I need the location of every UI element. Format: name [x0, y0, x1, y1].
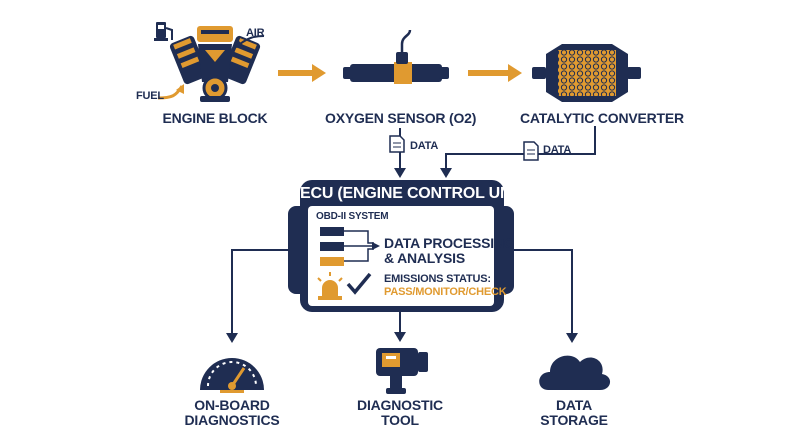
data-storage-label: DATA STORAGE [524, 398, 624, 428]
output-line-onboard [231, 249, 288, 335]
warning-light-icon [317, 272, 343, 300]
oxygen-sensor-label: OXYGEN SENSOR (O2) [325, 110, 477, 126]
ecu-title: ECU (ENGINE CONTROL UNIT) [300, 185, 531, 202]
emissions-status: EMISSIONS STATUS: PASS/MONITOR/CHECK [384, 273, 507, 299]
cloud-icon [539, 355, 611, 390]
diagnostic-tool-label: DIAGNOSTIC TOOL [350, 398, 450, 428]
flow-arrow-sensor-to-converter [468, 64, 522, 82]
emissions-status-value: PASS/MONITOR/CHECK [384, 286, 507, 298]
scanner-tool-icon [376, 348, 428, 394]
converter-data-label: DATA [543, 144, 572, 156]
emissions-status-label: EMISSIONS STATUS: [384, 273, 491, 285]
speedometer-icon [200, 358, 264, 393]
catalytic-converter-label: CATALYTIC CONVERTER [520, 110, 684, 126]
document-icon [523, 141, 539, 161]
engine-block-label: ENGINE BLOCK [162, 110, 268, 126]
tool-line2: TOOL [381, 412, 419, 428]
onboard-diagnostics-label: ON-BOARD DIAGNOSTICS [182, 398, 282, 428]
storage-line1: DATA [555, 397, 592, 413]
data-processing-label: DATA PROCESSING & ANALYSIS [384, 236, 515, 266]
tool-line1: DIAGNOSTIC [357, 397, 443, 413]
onboard-line2: DIAGNOSTICS [184, 412, 280, 428]
data-bars [320, 227, 380, 266]
document-icon [389, 135, 405, 153]
obd-system-label: OBD-II SYSTEM [316, 211, 389, 222]
data-processing-line1: DATA PROCESSING [384, 235, 515, 251]
air-label: AIR [246, 27, 265, 39]
data-processing-line2: & ANALYSIS [384, 250, 465, 266]
engine-icon [169, 26, 261, 102]
checkmark-icon [346, 272, 372, 295]
air-arrow [239, 35, 265, 45]
sensor-data-label: DATA [410, 140, 439, 152]
onboard-line1: ON-BOARD [194, 397, 270, 413]
oxygen-sensor-icon [343, 29, 449, 84]
flow-arrow-engine-to-sensor [278, 64, 326, 82]
fuel-pump-icon [154, 22, 173, 41]
output-line-storage [514, 249, 573, 335]
catalytic-converter-icon [532, 44, 641, 102]
data-line-converter [445, 126, 596, 170]
fuel-label: FUEL [136, 90, 164, 102]
storage-line2: STORAGE [540, 412, 608, 428]
